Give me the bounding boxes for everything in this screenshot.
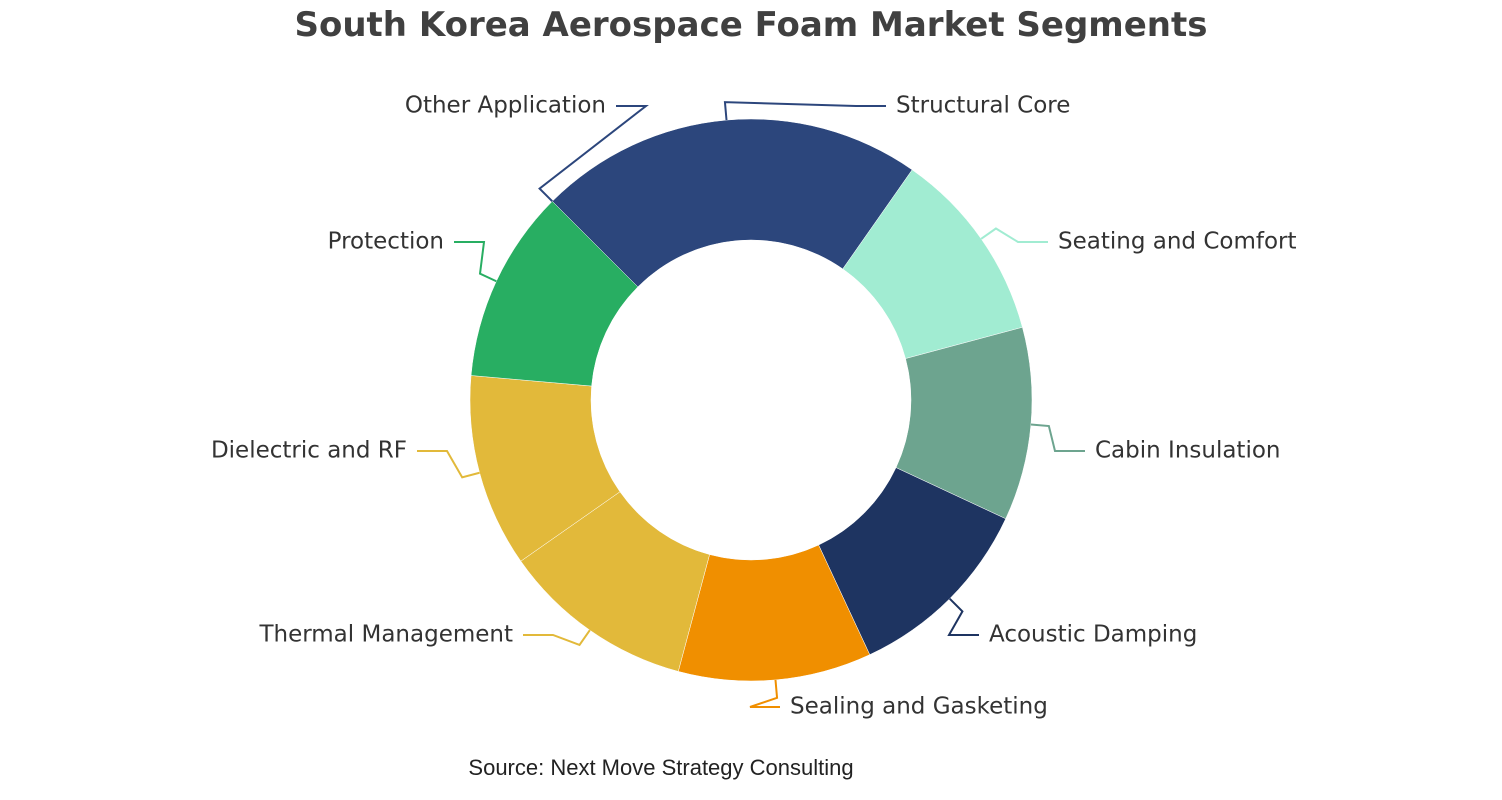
slice-label-protection: Protection bbox=[328, 229, 444, 255]
leader-line-thermal-management bbox=[523, 629, 591, 647]
slice-label-structural-core: Structural Core bbox=[896, 93, 1070, 119]
slice-label-acoustic-damping: Acoustic Damping bbox=[989, 622, 1197, 648]
leader-line-acoustic-damping bbox=[947, 597, 979, 636]
slice-label-cabin-insulation: Cabin Insulation bbox=[1095, 438, 1281, 464]
leader-line-structural-core bbox=[723, 101, 886, 121]
leader-line-sealing-and-gasketing bbox=[749, 679, 780, 708]
leader-line-seating-and-comfort bbox=[980, 227, 1048, 243]
leader-lines bbox=[417, 101, 1085, 708]
slice-label-seating-and-comfort: Seating and Comfort bbox=[1058, 229, 1297, 255]
slice-label-dielectric-and-rf: Dielectric and RF bbox=[211, 438, 407, 464]
slice-structural-core bbox=[551, 118, 913, 288]
slice-label-sealing-and-gasketing: Sealing and Gasketing bbox=[790, 694, 1048, 720]
source-note: Source: Next Move Strategy Consulting bbox=[468, 755, 853, 780]
leader-line-cabin-insulation bbox=[1030, 423, 1085, 452]
slice-protection bbox=[470, 200, 639, 387]
slice-label-thermal-management: Thermal Management bbox=[258, 622, 513, 648]
leader-line-protection bbox=[454, 241, 497, 283]
chart-title: South Korea Aerospace Foam Market Segmen… bbox=[294, 5, 1207, 45]
donut-slices bbox=[469, 118, 1033, 682]
slice-label-other-application: Other Application bbox=[405, 93, 606, 119]
leader-line-other-application bbox=[538, 105, 649, 203]
leader-line-dielectric-and-rf bbox=[417, 450, 480, 479]
